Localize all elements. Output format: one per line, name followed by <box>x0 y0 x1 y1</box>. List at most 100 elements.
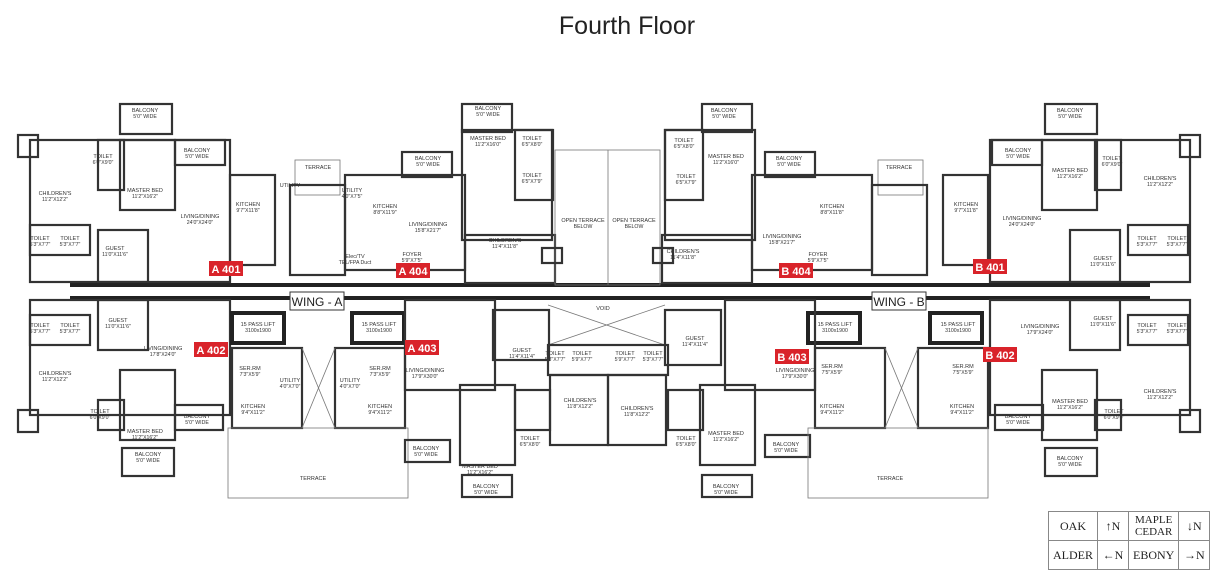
room-dimensions: 5'0" WIDE <box>133 114 157 120</box>
room-name: CHILDREN'S <box>667 249 700 255</box>
room-dimensions: 6'5"X8'0" <box>520 442 541 448</box>
room-name: CHILDREN'S <box>39 371 72 377</box>
room-children-s: CHILDREN'S11'2"X12'2" <box>1144 389 1177 401</box>
room-name: CHILDREN'S <box>621 406 654 412</box>
room-name: KITCHEN <box>950 404 974 410</box>
room-name: TOILET <box>676 174 696 180</box>
room-dimensions: 6'5"X7'9" <box>676 180 697 186</box>
flat-tag-label: B 401 <box>975 262 1004 274</box>
room-name: TOILET <box>90 409 110 415</box>
room-children-s: CHILDREN'S11'2"X12'2" <box>1144 176 1177 188</box>
room-terrace: TERRACE <box>305 165 332 171</box>
room-dimensions: 5'9"X7'7" <box>572 357 593 363</box>
room-name: CHILDREN'S <box>489 238 522 244</box>
room-name: UTILITY <box>280 183 301 189</box>
room-dimensions: 6'0"X9'0" <box>90 415 111 421</box>
room-dimensions: 17'9"X30'0" <box>782 374 809 380</box>
room-name: SER.RM <box>239 366 261 372</box>
room-dimensions: 9'4"X11'2" <box>368 410 391 416</box>
room-dimensions: 5'0" WIDE <box>185 154 209 160</box>
flat-tag-a401: A 401 <box>209 261 243 276</box>
room-name: KITCHEN <box>373 204 397 210</box>
room-dimensions: 11'0"X11'6" <box>1090 262 1116 268</box>
flat-tag-label: A 402 <box>197 345 226 357</box>
room-name: KITCHEN <box>954 202 978 208</box>
room-dimensions: TEL/FPA Duct <box>339 260 372 266</box>
room-dimensions: 5'3"X7'7" <box>1137 242 1158 248</box>
room-dimensions: 3100x1900 <box>945 328 971 334</box>
flat-tag-label: B 402 <box>985 350 1014 362</box>
room-dimensions: 11'2"X16'2" <box>132 194 158 200</box>
room-name: 15 PASS LIFT <box>818 322 853 328</box>
room-name: CHILDREN'S <box>1144 389 1177 395</box>
room-name: BALCONY <box>711 108 738 114</box>
room-name: KITCHEN <box>236 202 260 208</box>
room-dimensions: BELOW <box>625 224 644 230</box>
room-name: KITCHEN <box>241 404 265 410</box>
room-name: UTILITY <box>340 378 361 384</box>
room-ser-rm: SER.RM7'5"X5'9" <box>952 364 974 376</box>
room-dimensions: 5'0" WIDE <box>774 448 798 454</box>
room-dimensions: 6'5"X8'0" <box>522 142 543 148</box>
room-name: OPEN TERRACE <box>561 218 605 224</box>
room-dimensions: 5'0" WIDE <box>1006 420 1030 426</box>
room-name: SER.RM <box>952 364 974 370</box>
room-name: TOILET <box>674 138 694 144</box>
room-name: 15 PASS LIFT <box>241 322 276 328</box>
room-dimensions: 7'3"X5'9" <box>240 372 261 378</box>
room-dimensions: 11'2"X12'2" <box>1147 182 1173 188</box>
room-name: TERRACE <box>877 476 904 482</box>
room-dimensions: 8'8"X11'9" <box>373 210 396 216</box>
legend-alder-north-arrow: ←N <box>1097 540 1129 570</box>
room-dimensions: 11'0"X11'6" <box>102 252 128 258</box>
room-dimensions: BELOW <box>574 224 593 230</box>
room-name: TOILET <box>30 323 50 329</box>
room-name: BALCONY <box>1005 148 1032 154</box>
room-dimensions: 5'0" WIDE <box>185 420 209 426</box>
legend-oak: OAK <box>1048 511 1098 541</box>
flat-tag-b401: B 401 <box>973 259 1007 274</box>
room-children-s: CHILDREN'S11'4"X11'8" <box>489 238 522 250</box>
room-void: VOID <box>596 306 609 312</box>
room-name: TOILET <box>60 323 80 329</box>
room-dimensions: 11'2"X16'0" <box>475 142 501 148</box>
room-name: TERRACE <box>300 476 327 482</box>
room-name: BALCONY <box>413 446 440 452</box>
room-dimensions: 5'3"X7'7" <box>643 357 664 363</box>
room-dimensions: 11'2"X16'2" <box>1057 174 1083 180</box>
room-dimensions: 5'9"X7'5" <box>808 258 829 264</box>
room-name: TOILET <box>643 351 663 357</box>
room-name: GUEST <box>513 348 533 354</box>
room-name: BALCONY <box>184 148 211 154</box>
room-children-s: CHILDREN'S11'4"X11'8" <box>667 249 700 261</box>
flat-tag-a403: A 403 <box>405 340 439 355</box>
room-dimensions: 11'2"X12'2" <box>1147 395 1173 401</box>
room-dimensions: 11'2"X16'2" <box>132 435 158 441</box>
room-name: Elec/TV <box>345 254 365 260</box>
room-dimensions: 24'0"X24'0" <box>187 220 214 226</box>
room-name: TOILET <box>1137 236 1157 242</box>
room-children-s: CHILDREN'S11'8"X12'2" <box>564 398 597 410</box>
room-dimensions: 5'0" WIDE <box>714 490 738 496</box>
room-name: TOILET <box>676 436 696 442</box>
room-dimensions: 3100x1900 <box>245 328 271 334</box>
room-name: TOILET <box>30 236 50 242</box>
